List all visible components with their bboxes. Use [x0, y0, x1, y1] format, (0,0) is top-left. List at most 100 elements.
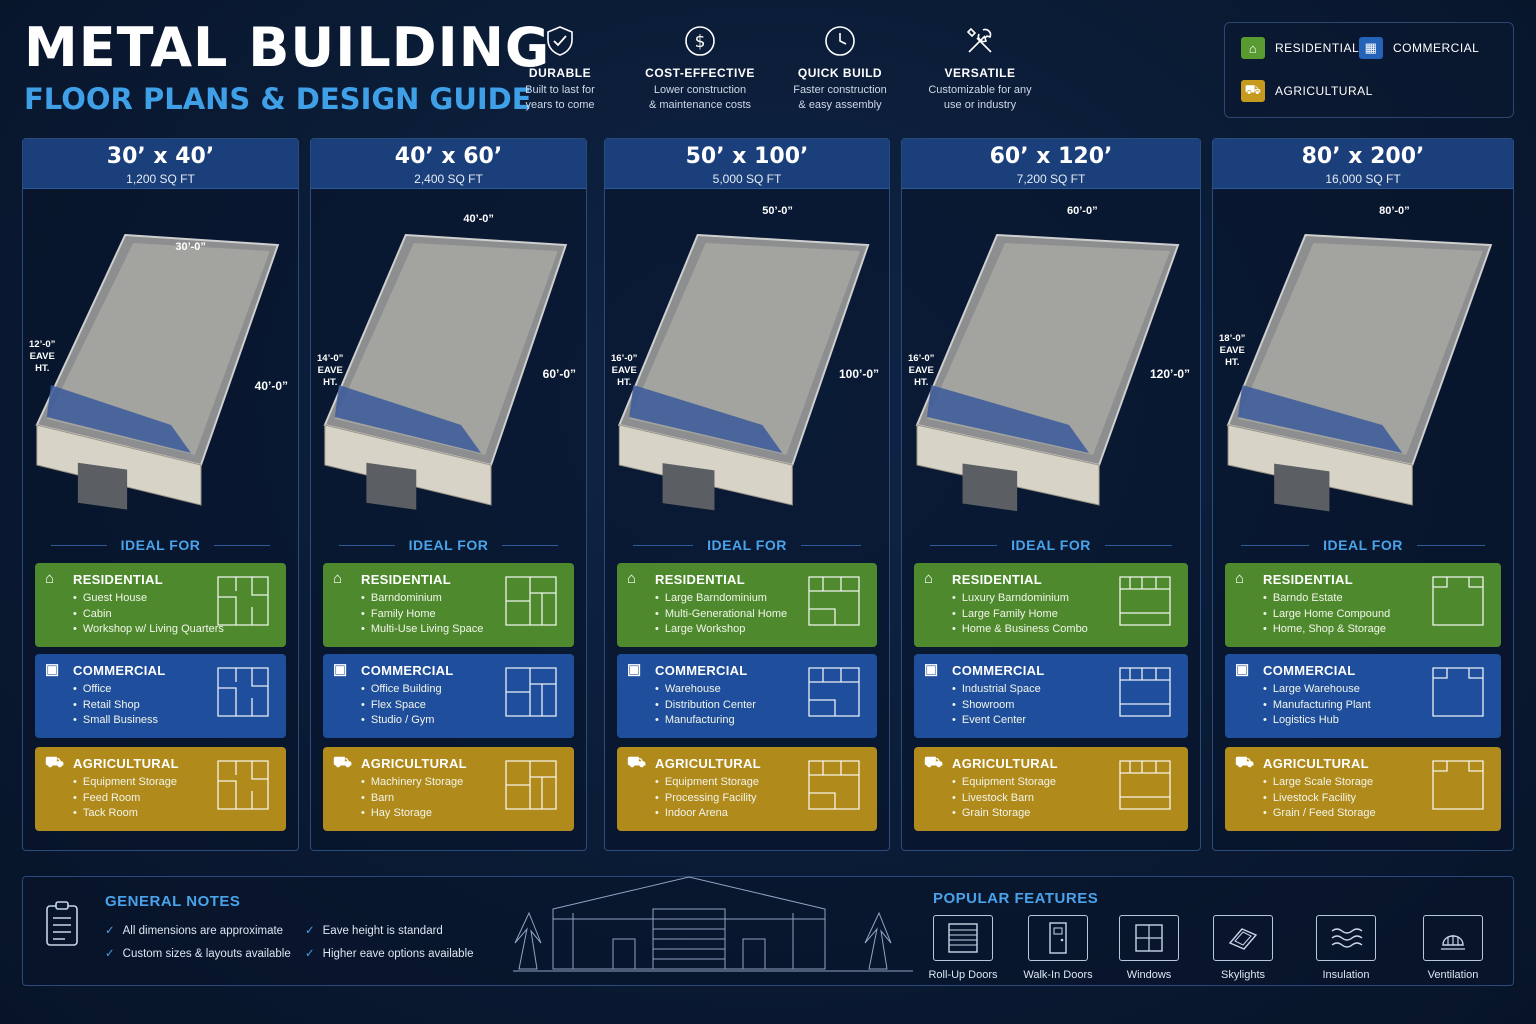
feature-insulation: Insulation	[1306, 915, 1386, 981]
benefit-title: QUICK BUILD	[797, 66, 883, 80]
page-subtitle: FLOOR PLANS & DESIGN GUIDE	[24, 82, 532, 116]
use-case-item: Tack Room	[73, 806, 276, 822]
note-item: Higher eave options available	[305, 946, 474, 960]
use-case-item: Manufacturing	[655, 713, 867, 729]
mini-floor-plan-icon	[808, 760, 860, 810]
use-case-list: Large BarndominiumMulti-Generational Hom…	[655, 591, 867, 638]
card-title: COMMERCIAL	[361, 662, 454, 678]
card-header: ⌂ RESIDENTIAL	[333, 571, 564, 587]
use-case-list: Office BuildingFlex SpaceStudio / Gym	[361, 682, 564, 729]
width-dimension-label: 30’-0”	[175, 241, 206, 253]
benefit-desc-2: & maintenance costs	[648, 99, 752, 111]
use-case-item: Workshop w/ Living Quarters	[73, 622, 276, 638]
use-case-list: Equipment StorageFeed RoomTack Room	[73, 775, 276, 822]
legend-agricultural: ⛟ AGRICULTURAL	[1241, 80, 1373, 102]
benefit-quick-build: QUICK BUILD Faster construction & easy a…	[770, 24, 910, 113]
feature-windows: Windows	[1109, 915, 1189, 981]
building-dimensions: 80’ x 200’	[1301, 144, 1425, 169]
building-illustration	[1226, 233, 1493, 512]
building-icon: ▦	[1359, 37, 1383, 59]
building-dimensions: 40’ x 60’	[394, 144, 503, 169]
floor-plan-column: 30’ x 40’ 1,200 SQ FT IDEAL FOR 30’-0”40…	[22, 138, 299, 851]
square-footage: 2,400 SQ FT	[414, 172, 483, 186]
use-case-item: Machinery Storage	[361, 775, 564, 791]
tractor-icon: ⛟	[924, 754, 944, 771]
floor-plan-column: 80’ x 200’ 16,000 SQ FT IDEAL FOR 80’-0”…	[1212, 138, 1514, 851]
commercial-use-card: ▣ COMMERCIAL WarehouseDistribution Cente…	[617, 654, 877, 738]
briefcase-icon: ▣	[45, 661, 60, 678]
feature-rollup-doors: Roll-Up Doors	[923, 915, 1003, 981]
card-title: AGRICULTURAL	[361, 755, 467, 771]
use-case-item: Feed Room	[73, 791, 276, 807]
eave-height-text: HT.	[1225, 357, 1240, 368]
tractor-icon: ⛟	[1241, 80, 1265, 102]
card-header: ⌂ RESIDENTIAL	[924, 571, 1178, 587]
eave-height-text: 18’-0”	[1219, 333, 1246, 344]
building-3d-render	[23, 195, 298, 535]
card-header: ▣ COMMERCIAL	[45, 662, 276, 678]
commercial-use-card: ▣ COMMERCIAL OfficeRetail ShopSmall Busi…	[35, 654, 286, 738]
briefcase-icon: ▣	[333, 661, 348, 678]
floor-plan-column: 40’ x 60’ 2,400 SQ FT IDEAL FOR 40’-0”60…	[310, 138, 587, 851]
card-header: ⛟ AGRICULTURAL	[45, 755, 276, 771]
residential-use-card: ⌂ RESIDENTIAL Guest HouseCabinWorkshop w…	[35, 563, 286, 647]
benefit-desc-1: Customizable for any	[928, 84, 1032, 96]
legend-label: RESIDENTIAL	[1275, 41, 1360, 55]
use-case-item: Distribution Center	[655, 698, 867, 714]
use-case-item: Large Workshop	[655, 622, 867, 638]
walk-in-door-icon	[1049, 922, 1067, 954]
use-case-item: Retail Shop	[73, 698, 276, 714]
use-case-item: Cabin	[73, 607, 276, 623]
use-case-item: Home, Shop & Storage	[1263, 622, 1491, 638]
eave-height-text: 12’-0”	[29, 339, 56, 350]
use-case-item: Large Warehouse	[1263, 682, 1491, 698]
notes-panel: GENERAL NOTES All dimensions are approxi…	[22, 876, 1514, 986]
use-case-list: Barndo EstateLarge Home CompoundHome, Sh…	[1263, 591, 1491, 638]
use-case-list: Equipment StorageProcessing FacilityIndo…	[655, 775, 867, 822]
eave-height-text: EAVE	[29, 351, 55, 362]
card-header: ▣ COMMERCIAL	[627, 662, 867, 678]
residential-use-card: ⌂ RESIDENTIAL Large BarndominiumMulti-Ge…	[617, 563, 877, 647]
use-case-list: Industrial SpaceShowroomEvent Center	[952, 682, 1178, 729]
feature-label: Ventilation	[1427, 969, 1479, 981]
building-dimensions: 30’ x 40’	[106, 144, 215, 169]
legend: ⌂ RESIDENTIAL ▦ COMMERCIAL ⛟ AGRICULTURA…	[1224, 22, 1514, 118]
ideal-for-label: IDEAL FOR	[916, 537, 1186, 553]
feature-walk-in-doors: Walk-In Doors	[1018, 915, 1098, 981]
card-header: ⛟ AGRICULTURAL	[1235, 755, 1491, 771]
width-dimension-label: 60’-0”	[1067, 205, 1098, 217]
benefit-versatile: VERSATILE Customizable for any use or in…	[910, 24, 1050, 113]
building-3d-render	[902, 195, 1200, 535]
use-case-list: Luxury BarndominiumLarge Family HomeHome…	[952, 591, 1178, 638]
use-case-item: Equipment Storage	[952, 775, 1178, 791]
benefit-title: DURABLE	[528, 66, 592, 80]
use-case-item: Flex Space	[361, 698, 564, 714]
column-header: 30’ x 40’ 1,200 SQ FT	[23, 139, 298, 189]
use-case-item: Large Scale Storage	[1263, 775, 1491, 791]
width-dimension-label: 40’-0”	[463, 213, 494, 225]
eave-height-text: EAVE	[611, 365, 637, 376]
use-case-list: Large Scale StorageLivestock FacilityGra…	[1263, 775, 1491, 822]
ventilation-icon	[1441, 935, 1465, 950]
benefit-title: VERSATILE	[944, 66, 1016, 80]
eave-height-text: HT.	[914, 377, 929, 388]
use-case-item: Home & Business Combo	[952, 622, 1178, 638]
eave-height-text: 16’-0”	[908, 353, 935, 364]
floor-plan-column: 60’ x 120’ 7,200 SQ FT IDEAL FOR 60’-0”1…	[901, 138, 1201, 851]
benefit-durable: DURABLE Built to last for years to come	[490, 24, 630, 113]
building-3d-render	[605, 195, 889, 535]
use-case-item: Barn	[361, 791, 564, 807]
use-case-item: Processing Facility	[655, 791, 867, 807]
card-header: ⌂ RESIDENTIAL	[627, 571, 867, 587]
use-case-list: BarndominiumFamily HomeMulti-Use Living …	[361, 591, 564, 638]
use-case-item: Grain Storage	[952, 806, 1178, 822]
benefit-cost-effective: $ COST-EFFECTIVE Lower construction & ma…	[630, 24, 770, 113]
commercial-use-card: ▣ COMMERCIAL Industrial SpaceShowroomEve…	[914, 654, 1188, 738]
shield-check-icon	[547, 26, 573, 56]
house-icon: ⌂	[627, 570, 637, 587]
ideal-for-label: IDEAL FOR	[1227, 537, 1499, 553]
length-dimension-label: 40’-0”	[254, 379, 288, 393]
legend-commercial: ▦ COMMERCIAL	[1359, 37, 1479, 59]
use-case-item: Manufacturing Plant	[1263, 698, 1491, 714]
